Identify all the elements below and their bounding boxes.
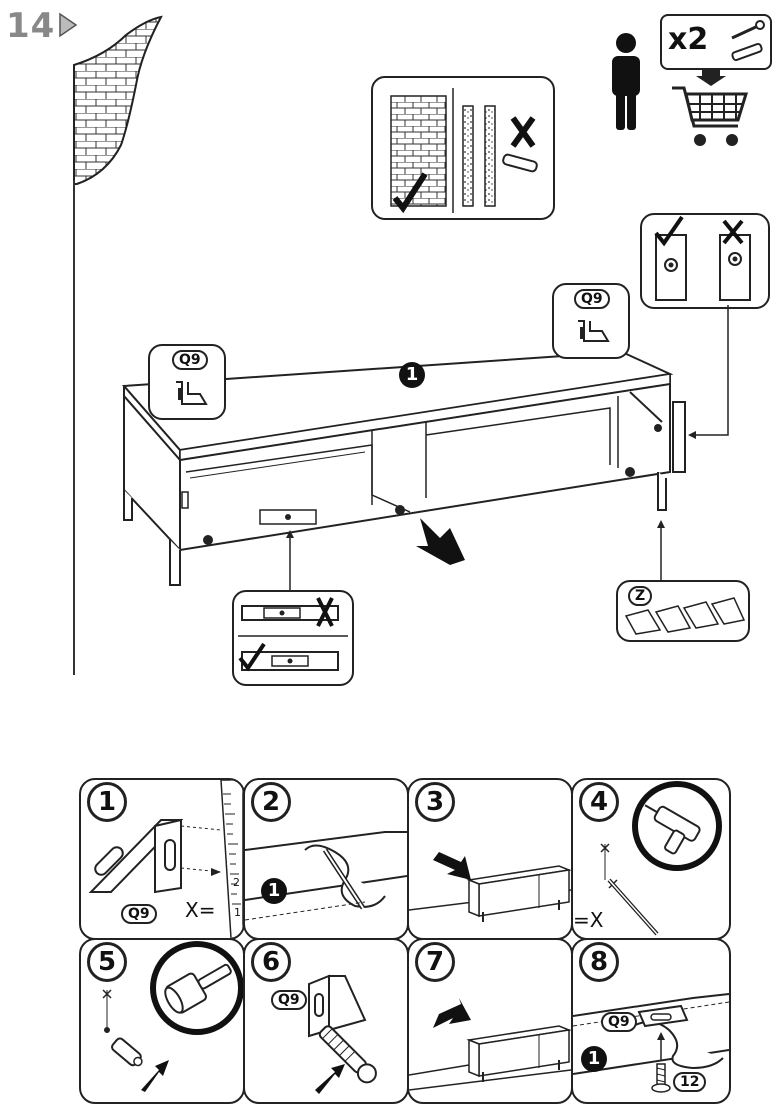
ruler-tick-label: 2 xyxy=(233,876,240,889)
substep-number: 6 xyxy=(251,942,291,982)
substep-6-panel: 6 Q9 xyxy=(243,938,409,1104)
person-icon xyxy=(608,32,644,132)
ruler-tick-label: 1 xyxy=(234,906,241,919)
part-number-badge: 1 xyxy=(399,362,425,388)
substep-2-panel: 2 1 xyxy=(243,778,409,940)
substep-5-panel: 5 xyxy=(79,938,245,1104)
wall-line xyxy=(73,180,75,675)
substep-number: 1 xyxy=(87,782,127,822)
substep-1-panel: 1 2 1 Q9 X= xyxy=(79,778,245,940)
bracket-orientation-callout xyxy=(640,213,770,309)
hardware-label-q9: Q9 xyxy=(172,350,208,370)
substep-8-panel: 8 Q9 1 12 xyxy=(571,938,731,1104)
hardware-label-q9: Q9 xyxy=(574,289,610,309)
substep-3-panel: 3 xyxy=(407,778,573,940)
measure-label-eq-x: =X xyxy=(573,908,604,932)
step-arrow-icon xyxy=(58,12,78,38)
substep-4-panel: 4 =X xyxy=(571,778,731,940)
hardware-label-q9: Q9 xyxy=(121,904,157,924)
slot-orientation-callout xyxy=(232,590,354,686)
bracket-callout-left: Q9 xyxy=(148,344,226,420)
step-number: 14 xyxy=(6,6,56,46)
leader-slot xyxy=(286,530,296,590)
tv-stand-illustration xyxy=(110,300,710,600)
substep-number: 8 xyxy=(579,942,619,982)
substep-7-panel: 7 xyxy=(407,938,573,1104)
substep-number: 3 xyxy=(415,782,455,822)
hardware-label-q9: Q9 xyxy=(271,990,307,1010)
supplies-multiplier: x2 xyxy=(668,22,709,57)
brick-wall-illustration xyxy=(66,15,166,185)
leader-right xyxy=(688,305,738,440)
hardware-label-12: 12 xyxy=(673,1072,707,1092)
screw-icon xyxy=(728,20,768,42)
measure-label-x-eq: X= xyxy=(185,898,216,922)
substep-number: 2 xyxy=(251,782,291,822)
part-number-badge: 1 xyxy=(261,878,287,904)
shim-callout: Z xyxy=(616,580,750,642)
hardware-label-q9: Q9 xyxy=(601,1012,637,1032)
part-number-badge: 1 xyxy=(581,1046,607,1072)
substep-number: 4 xyxy=(579,782,619,822)
supplies-box: x2 xyxy=(660,14,772,70)
hardware-label-z: Z xyxy=(628,586,653,606)
wall-type-callout xyxy=(371,76,555,220)
shopping-cart-icon xyxy=(670,82,750,150)
substep-number: 5 xyxy=(87,942,127,982)
down-arrow-icon xyxy=(696,70,726,86)
wall-plug-icon xyxy=(728,40,768,62)
bracket-callout-right: Q9 xyxy=(552,283,630,359)
substep-number: 7 xyxy=(415,942,455,982)
leader-shim xyxy=(657,520,667,580)
